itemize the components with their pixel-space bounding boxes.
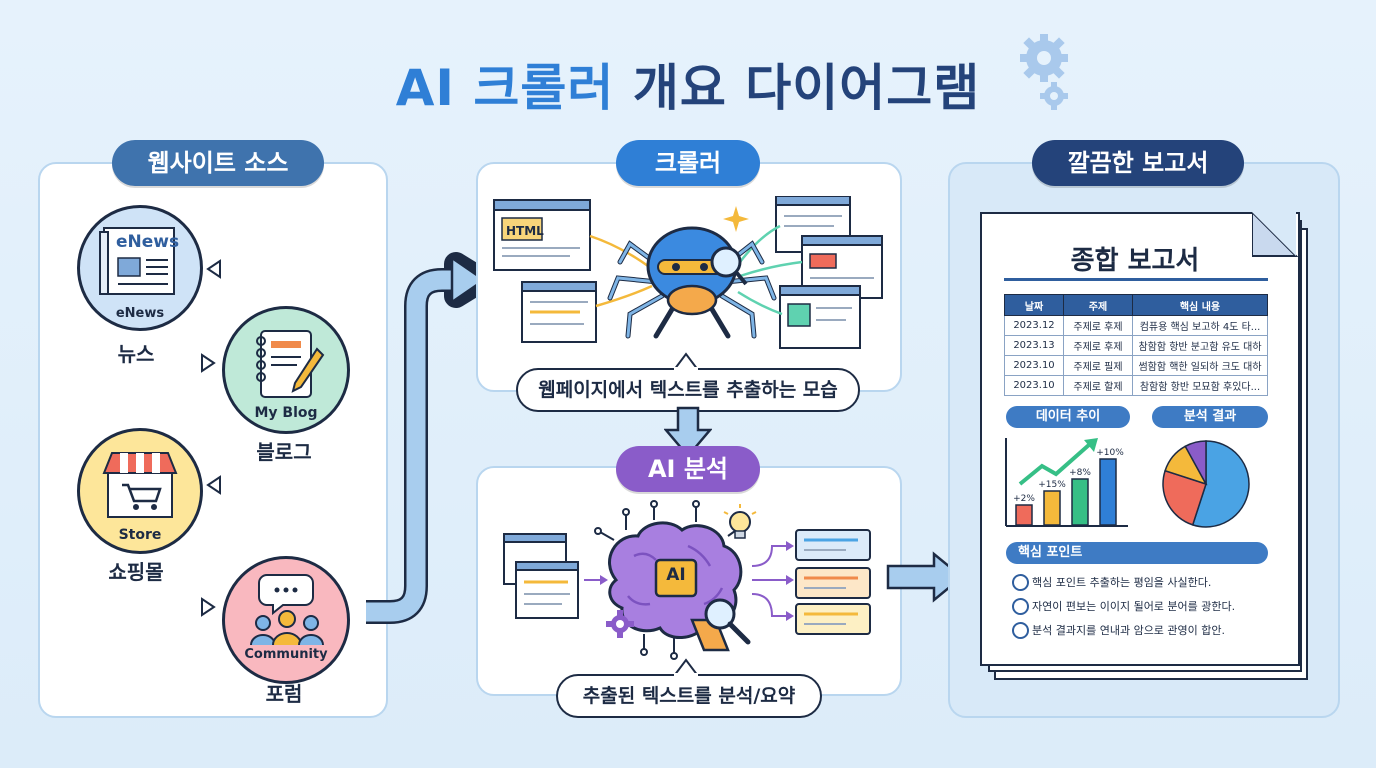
trend-bar-label: +8% <box>1069 468 1091 478</box>
trend-bar <box>1071 478 1089 526</box>
trend-bar <box>1099 458 1117 526</box>
check-icon <box>1012 574 1029 591</box>
key-points-label: 핵심 포인트 <box>1006 542 1268 564</box>
news-source: eNews eNews <box>77 205 203 331</box>
analysis-header: AI 분석 <box>616 446 760 492</box>
report-table: 날짜 주제 핵심 내용 2023.12 주제로 후제 컴퓨용 핵심 보고하 4도… <box>1004 294 1268 396</box>
shop-cart-icon <box>102 452 178 518</box>
notebook-pencil-icon <box>256 330 325 398</box>
table-cell: 2023.13 <box>1004 335 1064 356</box>
report-document <box>980 212 1300 666</box>
sources-header: 웹사이트 소스 <box>112 140 324 186</box>
ai-chip-label: AI <box>666 565 686 585</box>
caption-pointer-2 <box>672 658 700 676</box>
gear-icon <box>1020 34 1068 110</box>
news-logo: eNews <box>116 232 180 252</box>
table-row: 2023.10 주제로 필제 썸함함 핵한 일되하 크도 대하 <box>1004 355 1268 376</box>
newspaper-icon <box>99 227 175 295</box>
trend-bar <box>1015 504 1033 526</box>
table-cell: 주제로 후제 <box>1063 315 1133 336</box>
community-chat-icon <box>250 574 324 646</box>
flow-arrow-down <box>664 406 712 458</box>
news-icon-text: eNews <box>115 306 165 321</box>
table-row: 2023.13 주제로 후제 참함함 항반 분고함 유도 대하 <box>1004 335 1268 356</box>
community-icon-text: Community <box>244 647 328 662</box>
blog-label: 블로그 <box>256 440 312 464</box>
title-part2: 개요 다이어그램 <box>632 59 981 117</box>
community-source: Community <box>222 556 350 684</box>
brain-icon <box>606 520 756 650</box>
key-point-1: 핵심 포인트 추출하는 평임을 사실한다. <box>1032 576 1212 589</box>
trend-bar-label: +2% <box>1013 494 1035 504</box>
pie-slice <box>1184 440 1207 485</box>
key-point-3: 분석 결과지를 연내과 암으로 관영이 합안. <box>1032 624 1226 637</box>
flow-arrow-to-crawler <box>366 252 490 624</box>
store-source: Store <box>77 428 203 554</box>
blog-icon-text: My Blog <box>254 405 318 421</box>
title-part1: AI 크롤러 <box>395 59 615 117</box>
spider-robot-icon <box>656 226 748 316</box>
analysis-illustration <box>503 500 871 660</box>
report-header: 깔끔한 보고서 <box>1032 140 1244 186</box>
table-cell: 2023.12 <box>1004 315 1064 336</box>
crawler-header: 크롤러 <box>616 140 760 186</box>
table-cell: 참함함 항반 분고함 유도 대하 <box>1132 335 1268 356</box>
table-cell: 2023.10 <box>1004 355 1064 376</box>
report-title: 종합 보고서 <box>1070 246 1200 276</box>
blog-source: My Blog <box>222 306 350 434</box>
flow-triangles <box>201 259 221 617</box>
analysis-caption: 추출된 텍스트를 분석/요약 <box>556 674 822 718</box>
table-cell: 주제로 할제 <box>1063 375 1133 396</box>
table-cell: 주제로 후제 <box>1063 335 1133 356</box>
table-row: 2023.10 주제로 할제 참함함 항반 모묘함 후있다... <box>1004 375 1268 396</box>
table-header-topic: 주제 <box>1063 294 1133 316</box>
table-cell: 컴퓨용 핵심 보고하 4도 타... <box>1132 315 1268 336</box>
result-pie-chart <box>1162 440 1250 528</box>
table-header-content: 핵심 내용 <box>1132 294 1268 316</box>
table-row: 2023.12 주제로 후제 컴퓨용 핵심 보고하 4도 타... <box>1004 315 1268 336</box>
caption-pointer <box>672 352 700 370</box>
trend-bar-label: +10% <box>1096 448 1124 458</box>
trend-bar-chart: +2%+15%+8% +10% <box>1005 438 1128 527</box>
report-title-underline <box>1004 278 1268 281</box>
html-tag: HTML <box>506 224 544 238</box>
trend-arrow <box>1018 442 1092 486</box>
check-icon <box>1012 622 1029 639</box>
trend-bar <box>1043 490 1061 526</box>
community-label: 포럼 <box>265 682 303 706</box>
store-label: 쇼핑몰 <box>108 560 164 584</box>
store-icon-text: Store <box>118 527 162 543</box>
result-label: 분석 결과 <box>1152 406 1268 428</box>
page-title: AI 크롤러 개요 다이어그램 <box>0 48 1376 120</box>
pie-slice <box>1191 440 1250 528</box>
table-header-date: 날짜 <box>1004 294 1064 316</box>
table-cell: 썸함함 핵한 일되하 크도 대하 <box>1132 355 1268 376</box>
crawler-illustration <box>493 196 883 349</box>
news-label: 뉴스 <box>117 342 155 366</box>
table-cell: 주제로 필제 <box>1063 355 1133 376</box>
trend-label: 데이터 추이 <box>1006 406 1130 428</box>
check-icon <box>1012 598 1029 615</box>
key-point-2: 자연이 편보는 이이지 될어로 분어를 광한다. <box>1032 600 1236 613</box>
trend-bar-label: +15% <box>1038 480 1066 490</box>
table-cell: 2023.10 <box>1004 375 1064 396</box>
table-cell: 참함함 항반 모묘함 후있다... <box>1132 375 1268 396</box>
page-fold <box>1252 212 1298 257</box>
pie-slice <box>1162 469 1207 526</box>
trend-arrow-head <box>1084 438 1098 452</box>
